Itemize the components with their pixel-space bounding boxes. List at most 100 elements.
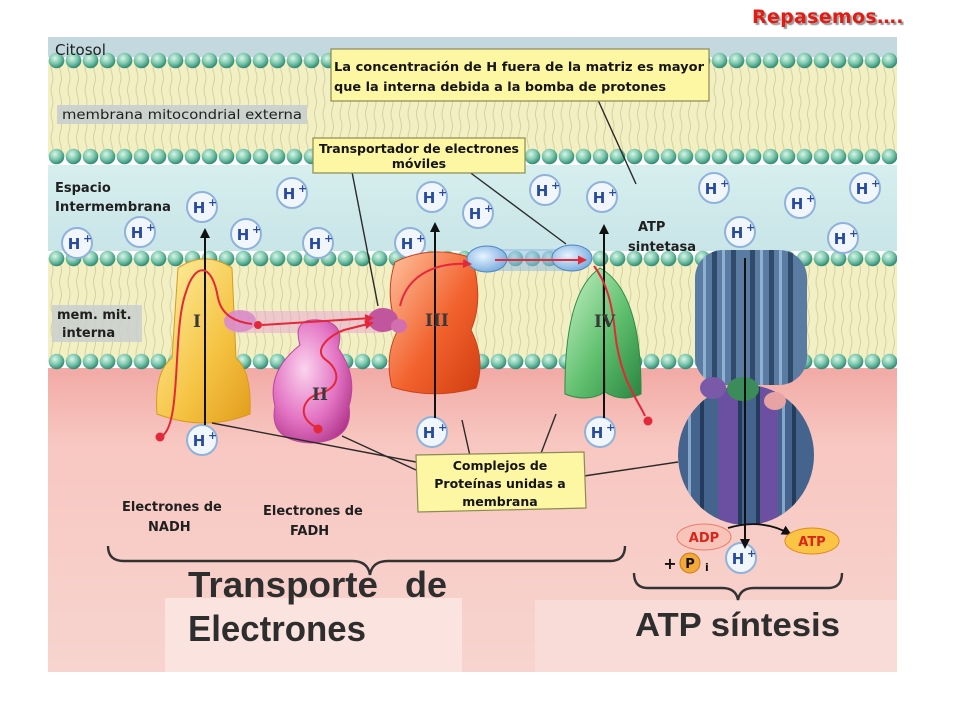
proton-h-plus: H+: [586, 181, 618, 213]
proton-flow-arrows: [200, 222, 750, 549]
callout-pointers: [211, 99, 679, 477]
proton-charge: +: [438, 421, 447, 434]
proton-charge: +: [416, 232, 425, 245]
atp-synthase-f1-stripes: [688, 385, 796, 525]
proton-symbol: H: [131, 224, 144, 242]
complex-iii-label: III: [425, 311, 449, 331]
electron-path-complex-i: [161, 269, 253, 437]
proton-symbol: H: [193, 199, 206, 217]
electron-path-complex-iv: [593, 265, 646, 417]
proton-charge: +: [849, 227, 858, 240]
electron-path-to-q: [261, 313, 374, 326]
proton-h-plus: H+: [698, 172, 730, 204]
electron-dot-fadh: [313, 424, 323, 434]
proton-circle: [584, 416, 616, 448]
complex-ii-shape: [272, 319, 353, 444]
complexes-callout-line3: membrana: [462, 494, 537, 509]
atp-reaction: ADP + P i ATP: [663, 523, 840, 574]
complexes-callout-line1: Complejos de: [453, 458, 548, 473]
proton-symbol: H: [591, 424, 604, 442]
proton-circle: [827, 222, 859, 254]
proton-charge: +: [146, 221, 155, 234]
proton-symbol: H: [536, 182, 549, 200]
complex-iv-label: IV: [594, 312, 616, 332]
proton-symbol: H: [731, 224, 744, 242]
phosphate-label: P: [685, 557, 695, 572]
complex-i-label: I: [193, 312, 201, 332]
proton-symbol: H: [856, 180, 869, 198]
proton-h-plus: H+: [61, 227, 93, 259]
atp-synthase-subunit-purple: [700, 377, 726, 399]
cytochrome-c: [466, 244, 593, 273]
concentration-callout-box: [330, 48, 710, 102]
proton-h-plus: H+: [276, 177, 308, 209]
proton-charge: +: [871, 177, 880, 190]
proton-h-plus: H+: [416, 181, 448, 213]
mobile-carrier-callout: Transportador de electrones móviles: [312, 137, 526, 174]
electron-path: [155, 255, 653, 442]
proton-h-plus: H+: [584, 416, 616, 448]
atp-badge: [784, 527, 840, 555]
proton-circle: [586, 181, 618, 213]
concentration-callout-line1: La concentración de H fuera de la matriz…: [334, 59, 705, 74]
proton-h-plus: H+: [725, 542, 757, 574]
proton-charge: +: [608, 186, 617, 199]
proton-charge: +: [252, 223, 261, 236]
proton-charge: +: [484, 202, 493, 215]
proton-charge: +: [324, 232, 333, 245]
mobile-carrier-callout-line1: Transportador de electrones: [319, 141, 519, 156]
transport-title-backdrop: [165, 598, 462, 672]
reaction-arrow: [727, 523, 792, 535]
proton-h-plus: H+: [230, 218, 262, 250]
atp-synthase-fo-stripes: [703, 250, 793, 385]
proton-charge: +: [806, 192, 815, 205]
nadh-electrons-line2: NADH: [148, 520, 191, 535]
proton-symbol: H: [732, 550, 745, 568]
proton-charge: +: [551, 179, 560, 192]
proton-charge: +: [298, 182, 307, 195]
electron-path-complex-ii: [302, 320, 374, 429]
electron-path-complex-iii: [399, 259, 472, 307]
outer-membrane-label: membrana mitocondrial externa: [62, 108, 302, 123]
proton-circle: [186, 424, 218, 456]
proton-charge: +: [720, 177, 729, 190]
proton-charge: +: [747, 547, 756, 560]
proton-circle: [276, 177, 308, 209]
complexes-callout: Complejos de Proteínas unidas a membrana: [415, 451, 587, 513]
ubiquinone-knob-small: [391, 319, 407, 333]
proton-symbol: H: [68, 235, 81, 253]
proton-symbol: H: [283, 185, 296, 203]
complex-i-shape: [156, 258, 251, 424]
proton-symbol: H: [423, 189, 436, 207]
complexes-pointer-i: [211, 422, 417, 463]
complexes-pointer-ii: [341, 435, 417, 471]
proton-circle: [698, 172, 730, 204]
cytochrome-c-cloud-right: [551, 244, 593, 272]
ubiquinone-knob: [368, 308, 398, 332]
proton-h-plus: H+: [124, 216, 156, 248]
proton-h-plus: H+: [186, 191, 218, 223]
proton-symbol: H: [705, 180, 718, 198]
intermembrane-label-line2: Intermembrana: [55, 200, 171, 215]
slide-title: Repasemos….: [752, 6, 904, 28]
fadh-electrons-line2: FADH: [290, 524, 329, 539]
intermembrane-label-line1: Espacio: [55, 181, 111, 196]
proton-h-plus: H+: [416, 416, 448, 448]
proton-circle: [784, 187, 816, 219]
concentration-pointer: [597, 99, 637, 185]
proton-symbol: H: [834, 230, 847, 248]
mobile-carrier-callout-line2: móviles: [392, 156, 446, 171]
phosphate-badge: [679, 552, 701, 574]
proton-h-plus: H+: [849, 172, 881, 204]
synthesis-bracket: [632, 572, 844, 601]
proton-symbol: H: [309, 235, 322, 253]
atp-synthase-label-line1: ATP: [638, 220, 665, 235]
proton-charge: +: [208, 196, 217, 209]
proton-h-plus: H+: [394, 227, 426, 259]
proton-circle: [462, 197, 494, 229]
protons-layer: H+H+H+H+H+H+H+H+H+H+H+H+H+H+H+H+H+H+H+H+: [61, 172, 881, 574]
proton-h-plus: H+: [302, 227, 334, 259]
proton-circle: [529, 174, 561, 206]
fadh-electrons-line1: Electrones de: [263, 504, 363, 519]
